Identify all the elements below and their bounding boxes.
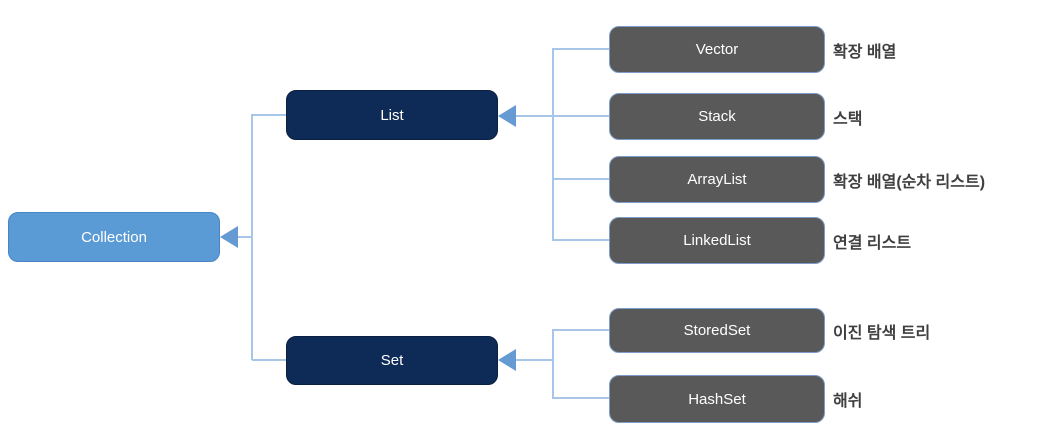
node-storedset: StoredSet	[609, 308, 825, 353]
annotation-arraylist: 확장 배열(순차 리스트)	[833, 173, 986, 191]
connector-line-to-storedset	[553, 329, 609, 331]
arrowhead-list-icon	[498, 105, 516, 127]
connector-line-to-vector	[553, 48, 609, 50]
connector-line-to-set	[252, 359, 286, 361]
connector-line-to-stack	[516, 115, 609, 117]
connector-line-list-group-vertical	[552, 48, 554, 241]
connector-line-to-collection	[236, 236, 252, 238]
arrowhead-collection-icon	[220, 226, 238, 248]
node-vector: Vector	[609, 26, 825, 73]
annotation-linkedlist: 연결 리스트	[833, 234, 912, 252]
node-arraylist: ArrayList	[609, 156, 825, 203]
annotation-hashset: 해쉬	[833, 393, 863, 410]
connector-line-to-hashset	[553, 397, 609, 399]
annotation-stack: 스택	[833, 110, 863, 128]
node-linkedlist: LinkedList	[609, 217, 825, 264]
connector-line-to-list	[252, 114, 286, 116]
node-list: List	[286, 90, 498, 140]
node-hashset: HashSet	[609, 375, 825, 423]
connector-line-to-arraylist	[553, 178, 609, 180]
connector-line-to-linkedlist	[553, 239, 609, 241]
connector-line-collection-vertical	[251, 114, 253, 360]
annotation-storedset: 이진 탐색 트리	[833, 324, 931, 342]
node-set: Set	[286, 336, 498, 385]
arrowhead-set-icon	[498, 349, 516, 371]
connector-line-arrow-to-set	[516, 359, 553, 361]
annotation-vector: 확장 배열	[833, 43, 897, 61]
node-stack: Stack	[609, 93, 825, 140]
connector-line-set-group-vertical	[552, 329, 554, 399]
node-collection: Collection	[8, 212, 220, 262]
